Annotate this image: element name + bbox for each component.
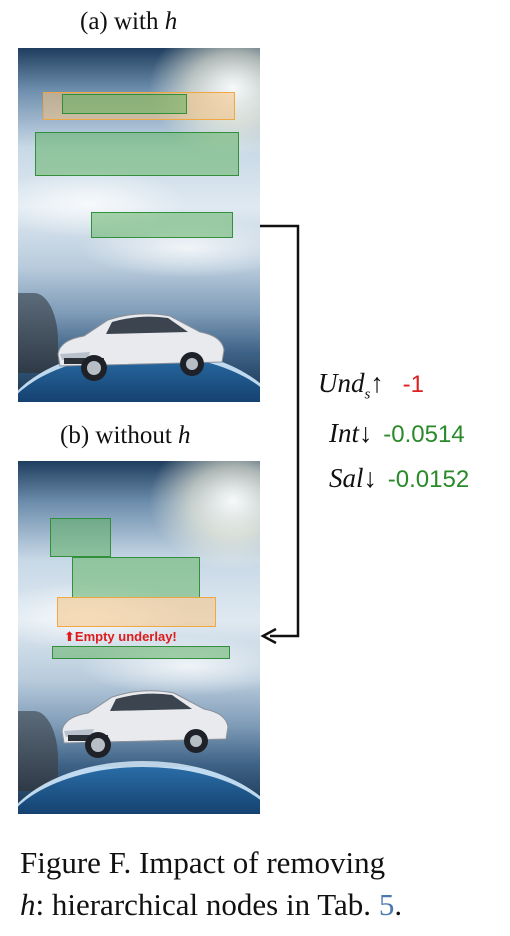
layout-box-text bbox=[50, 518, 111, 557]
car-illustration bbox=[57, 313, 225, 381]
layout-box-text bbox=[52, 646, 230, 659]
table-reference-link[interactable]: 5 bbox=[378, 887, 395, 922]
panel-a-label: (a) with h bbox=[80, 8, 178, 35]
car-illustration bbox=[61, 690, 229, 758]
metric-row: Int↓ -0.0514 bbox=[329, 418, 465, 448]
caption-line: h: hierarchical nodes in Tab. 5. bbox=[20, 887, 403, 922]
layout-box-text bbox=[62, 94, 187, 114]
caption-line: Figure F. Impact of removing bbox=[20, 845, 386, 880]
figure-caption: Figure F. Impact of removing h: hierarch… bbox=[20, 842, 402, 926]
metric-row: Unds↑ -1 bbox=[318, 368, 424, 403]
panel-a-image bbox=[18, 48, 260, 402]
panel-b-image: ⬆Empty underlay! bbox=[18, 461, 260, 814]
empty-underlay-warning: ⬆Empty underlay! bbox=[64, 629, 177, 644]
metric-row: Sal↓ -0.0152 bbox=[329, 463, 470, 493]
layout-box-underlay bbox=[57, 597, 216, 627]
layout-box-text bbox=[35, 132, 239, 176]
panel-b-label: (b) without h bbox=[60, 422, 191, 449]
layout-box-text bbox=[91, 212, 233, 238]
